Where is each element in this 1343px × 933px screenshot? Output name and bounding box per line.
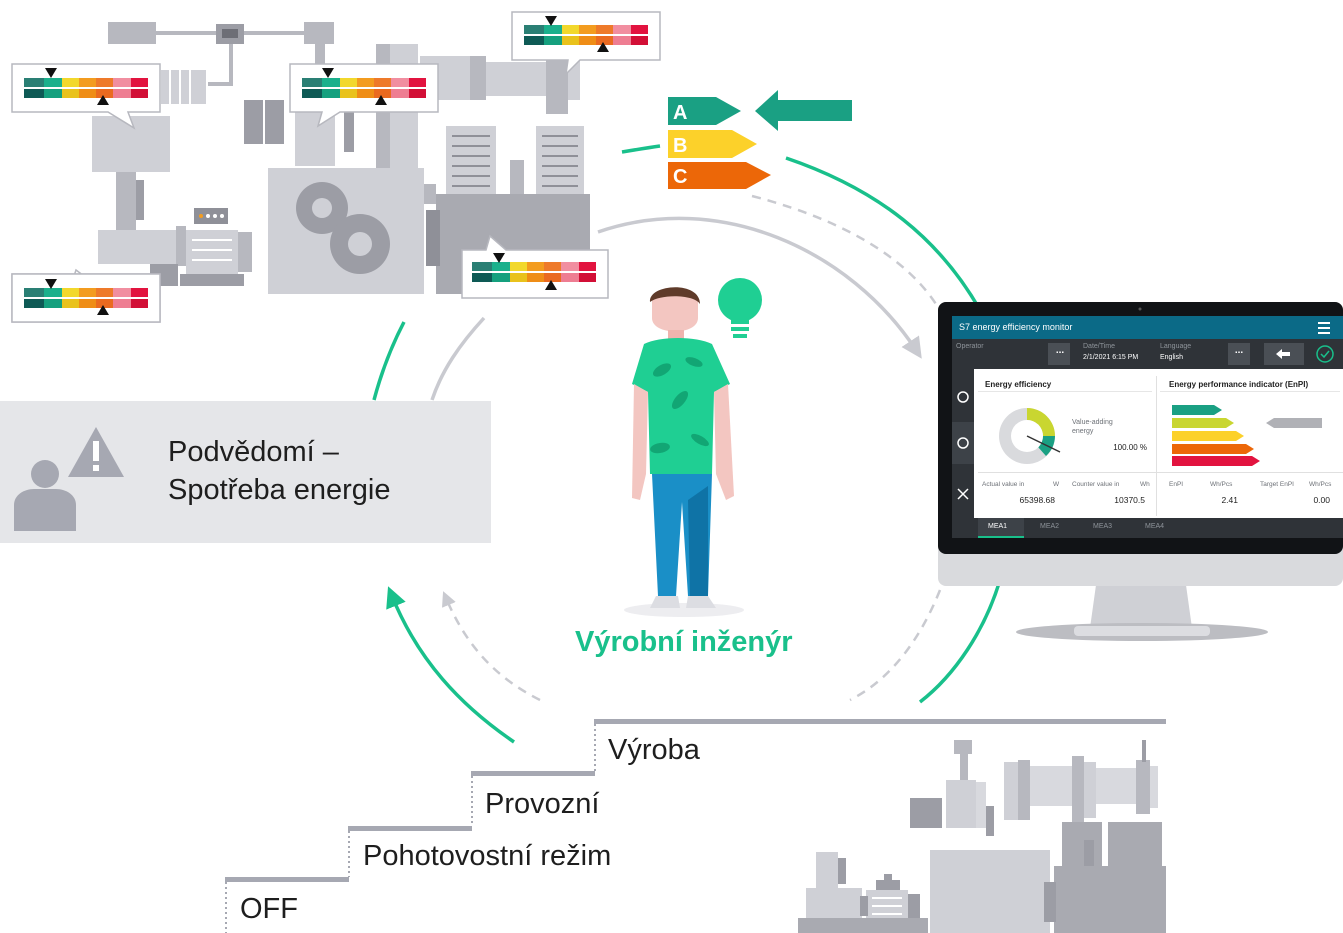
gauge-callout-2 bbox=[289, 63, 439, 128]
nav-tools-icon[interactable] bbox=[952, 480, 974, 508]
awareness-line-2: Spotřeba energie bbox=[168, 474, 391, 506]
datetime-value: 2/1/2021 6:15 PM bbox=[1083, 354, 1139, 361]
energy-class-c-bar bbox=[668, 162, 771, 189]
target-enpi-label: Target EnPI bbox=[1260, 481, 1294, 488]
machine-illustration-bottom bbox=[798, 740, 1166, 933]
step-label-off: OFF bbox=[240, 893, 298, 925]
actual-value-label: Actual value in bbox=[982, 481, 1025, 488]
counter-value: 10370.5 bbox=[1114, 495, 1145, 505]
step-label-operational: Provozní bbox=[485, 788, 600, 820]
enpi-unit: Wh/Pcs bbox=[1210, 481, 1233, 488]
gauge-callout-3 bbox=[511, 11, 661, 77]
language-label: Language bbox=[1160, 343, 1192, 350]
enpi-label: EnPI bbox=[1169, 481, 1184, 488]
nav-overview-icon[interactable] bbox=[952, 383, 974, 411]
counter-value-unit: Wh bbox=[1140, 481, 1150, 488]
energy-class-b-letter: B bbox=[673, 135, 687, 157]
menu-icon[interactable] bbox=[1304, 318, 1334, 338]
awareness-panel bbox=[0, 401, 491, 543]
gauge-callout-4 bbox=[11, 268, 161, 323]
tab-mea1[interactable]: MEA1 bbox=[988, 523, 1008, 530]
actual-value: 65398.68 bbox=[1019, 495, 1055, 505]
operator-select-button[interactable]: ... bbox=[1055, 345, 1065, 356]
energy-class-scale: A B C bbox=[668, 90, 852, 189]
awareness-text: Podvědomí – Spotřeba energie bbox=[168, 433, 391, 509]
operating-steps bbox=[225, 719, 1166, 933]
engineer-label: Výrobní inženýr bbox=[575, 626, 793, 658]
monitor-title: S7 energy efficiency monitor bbox=[959, 322, 1073, 332]
awareness-line-1: Podvědomí – bbox=[168, 436, 339, 468]
current-class-arrow-icon bbox=[755, 90, 852, 131]
value-adding-line-1: Value-adding bbox=[1072, 419, 1113, 426]
back-arrow-icon[interactable] bbox=[1264, 343, 1304, 365]
value-adding-line-2: energy bbox=[1072, 428, 1094, 435]
language-value: English bbox=[1160, 354, 1183, 361]
value-adding-percent: 100.00 % bbox=[1113, 443, 1147, 452]
target-enpi-unit: Wh/Pcs bbox=[1309, 481, 1332, 488]
energy-class-b-bar bbox=[668, 130, 757, 158]
machine-illustration-top bbox=[92, 22, 590, 294]
value-adding-label: Value-adding energy bbox=[1072, 418, 1113, 436]
actual-value-unit: W bbox=[1053, 481, 1060, 488]
datetime-label: Date/Time bbox=[1083, 343, 1116, 350]
step-label-production: Výroba bbox=[608, 734, 700, 766]
cycle-arrows bbox=[372, 144, 1002, 744]
energy-class-a-bar bbox=[668, 97, 741, 125]
gauge-callout-1 bbox=[11, 63, 161, 130]
enpi-value: 2.41 bbox=[1221, 495, 1238, 505]
energy-class-c-letter: C bbox=[673, 166, 687, 188]
counter-value-label: Counter value in bbox=[1072, 481, 1120, 488]
energy-class-a-letter: A bbox=[673, 102, 687, 124]
tab-mea3[interactable]: MEA3 bbox=[1093, 523, 1113, 530]
tab-mea4[interactable]: MEA4 bbox=[1145, 523, 1165, 530]
tab-mea2[interactable]: MEA2 bbox=[1040, 523, 1060, 530]
confirm-check-icon[interactable] bbox=[1316, 345, 1334, 363]
enpi-title: Energy performance indicator (EnPI) bbox=[1169, 380, 1309, 389]
operator-label: Operator bbox=[956, 343, 984, 350]
language-select-button[interactable]: ... bbox=[1234, 345, 1244, 356]
gauge-callout-5 bbox=[461, 234, 609, 299]
user-warning-icon bbox=[14, 427, 124, 531]
energy-efficiency-title: Energy efficiency bbox=[985, 380, 1052, 389]
engineer-figure bbox=[624, 278, 762, 617]
target-enpi-value: 0.00 bbox=[1313, 495, 1330, 505]
step-label-standby: Pohotovostní režim bbox=[363, 840, 612, 872]
monitor-ui-shapes bbox=[952, 307, 1343, 538]
nav-efficiency-icon[interactable] bbox=[952, 429, 974, 457]
